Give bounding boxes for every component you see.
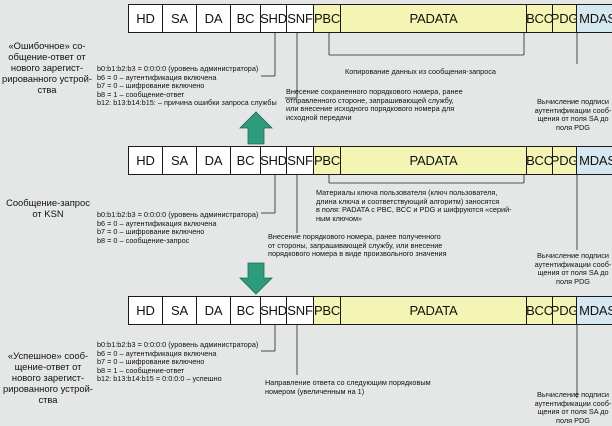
- block1-bits: b0:b1:b2:b3 = 0:0:0:0 (уровень администр…: [97, 64, 277, 108]
- field-hd: HD: [128, 4, 163, 33]
- block2-label: Сообщение-запрос от KSN: [6, 197, 90, 219]
- block2-bits: b0:b1:b2:b3 = 0:0:0:0 (уровень администр…: [97, 210, 259, 245]
- field-pbc: PBC: [313, 296, 341, 325]
- block1-label: «Ошибочное» со- общение-ответ от нового …: [2, 40, 92, 95]
- field-sa: SA: [162, 146, 197, 175]
- field-pdg: PDG: [551, 4, 578, 33]
- field-bc: BC: [230, 296, 261, 325]
- field-bc: BC: [230, 146, 261, 175]
- field-pdg: PDG: [551, 146, 578, 175]
- block3-label: «Успешное» сооб- щение-ответ от нового з…: [3, 350, 93, 405]
- block2-snf-note: Внесение порядкового номера, ранее получ…: [268, 232, 447, 259]
- block2-key-note: Материалы ключа пользователя (ключ польз…: [316, 188, 512, 223]
- up-arrow-icon: [239, 111, 273, 145]
- field-sa: SA: [162, 4, 197, 33]
- field-mdas: MDAS: [576, 146, 612, 175]
- block1-copy-note: Копирование данных из сообщения-запроса: [345, 67, 496, 76]
- field-da: DA: [196, 296, 231, 325]
- field-bcc: BCC: [526, 4, 553, 33]
- field-snf: SNF: [286, 4, 314, 33]
- field-shd: SHD: [260, 296, 287, 325]
- field-da: DA: [196, 4, 231, 33]
- field-shd: SHD: [260, 146, 287, 175]
- field-pbc: PBC: [313, 4, 341, 33]
- block3-snf-note: Направление ответа со следующим порядков…: [265, 378, 431, 396]
- field-padata: PADATA: [340, 4, 527, 33]
- block3-mdas-note: Вычисление подписи аутентификации сооб- …: [534, 390, 612, 425]
- field-snf: SNF: [286, 296, 314, 325]
- field-bcc: BCC: [526, 296, 553, 325]
- field-mdas: MDAS: [576, 296, 612, 325]
- field-snf: SNF: [286, 146, 314, 175]
- field-pbc: PBC: [313, 146, 341, 175]
- field-sa: SA: [162, 296, 197, 325]
- field-hd: HD: [128, 146, 163, 175]
- block2-mdas-note: Вычисление подписи аутентификации сооб- …: [534, 251, 612, 286]
- block3-bits: b0:b1:b2:b3 = 0:0:0:0 (уровень администр…: [97, 340, 259, 384]
- frame-row-request: HD SA DA BC SHD SNF PBC PADATA BCC PDG M…: [128, 146, 612, 175]
- frame-row-error-response: HD SA DA BC SHD SNF PBC PADATA BCC PDG M…: [128, 4, 612, 33]
- field-bc: BC: [230, 4, 261, 33]
- field-shd: SHD: [260, 4, 287, 33]
- frame-row-success-response: HD SA DA BC SHD SNF PBC PADATA BCC PDG M…: [128, 296, 612, 325]
- field-da: DA: [196, 146, 231, 175]
- field-padata: PADATA: [340, 296, 527, 325]
- block1-snf-note: Внесение сохраненного порядкового номера…: [286, 87, 463, 122]
- field-pdg: PDG: [551, 296, 578, 325]
- block1-mdas-note: Вычисление подписи аутентификации сооб- …: [534, 97, 612, 132]
- field-padata: PADATA: [340, 146, 527, 175]
- down-arrow-icon: [239, 262, 273, 295]
- field-hd: HD: [128, 296, 163, 325]
- field-bcc: BCC: [526, 146, 553, 175]
- field-mdas: MDAS: [576, 4, 612, 33]
